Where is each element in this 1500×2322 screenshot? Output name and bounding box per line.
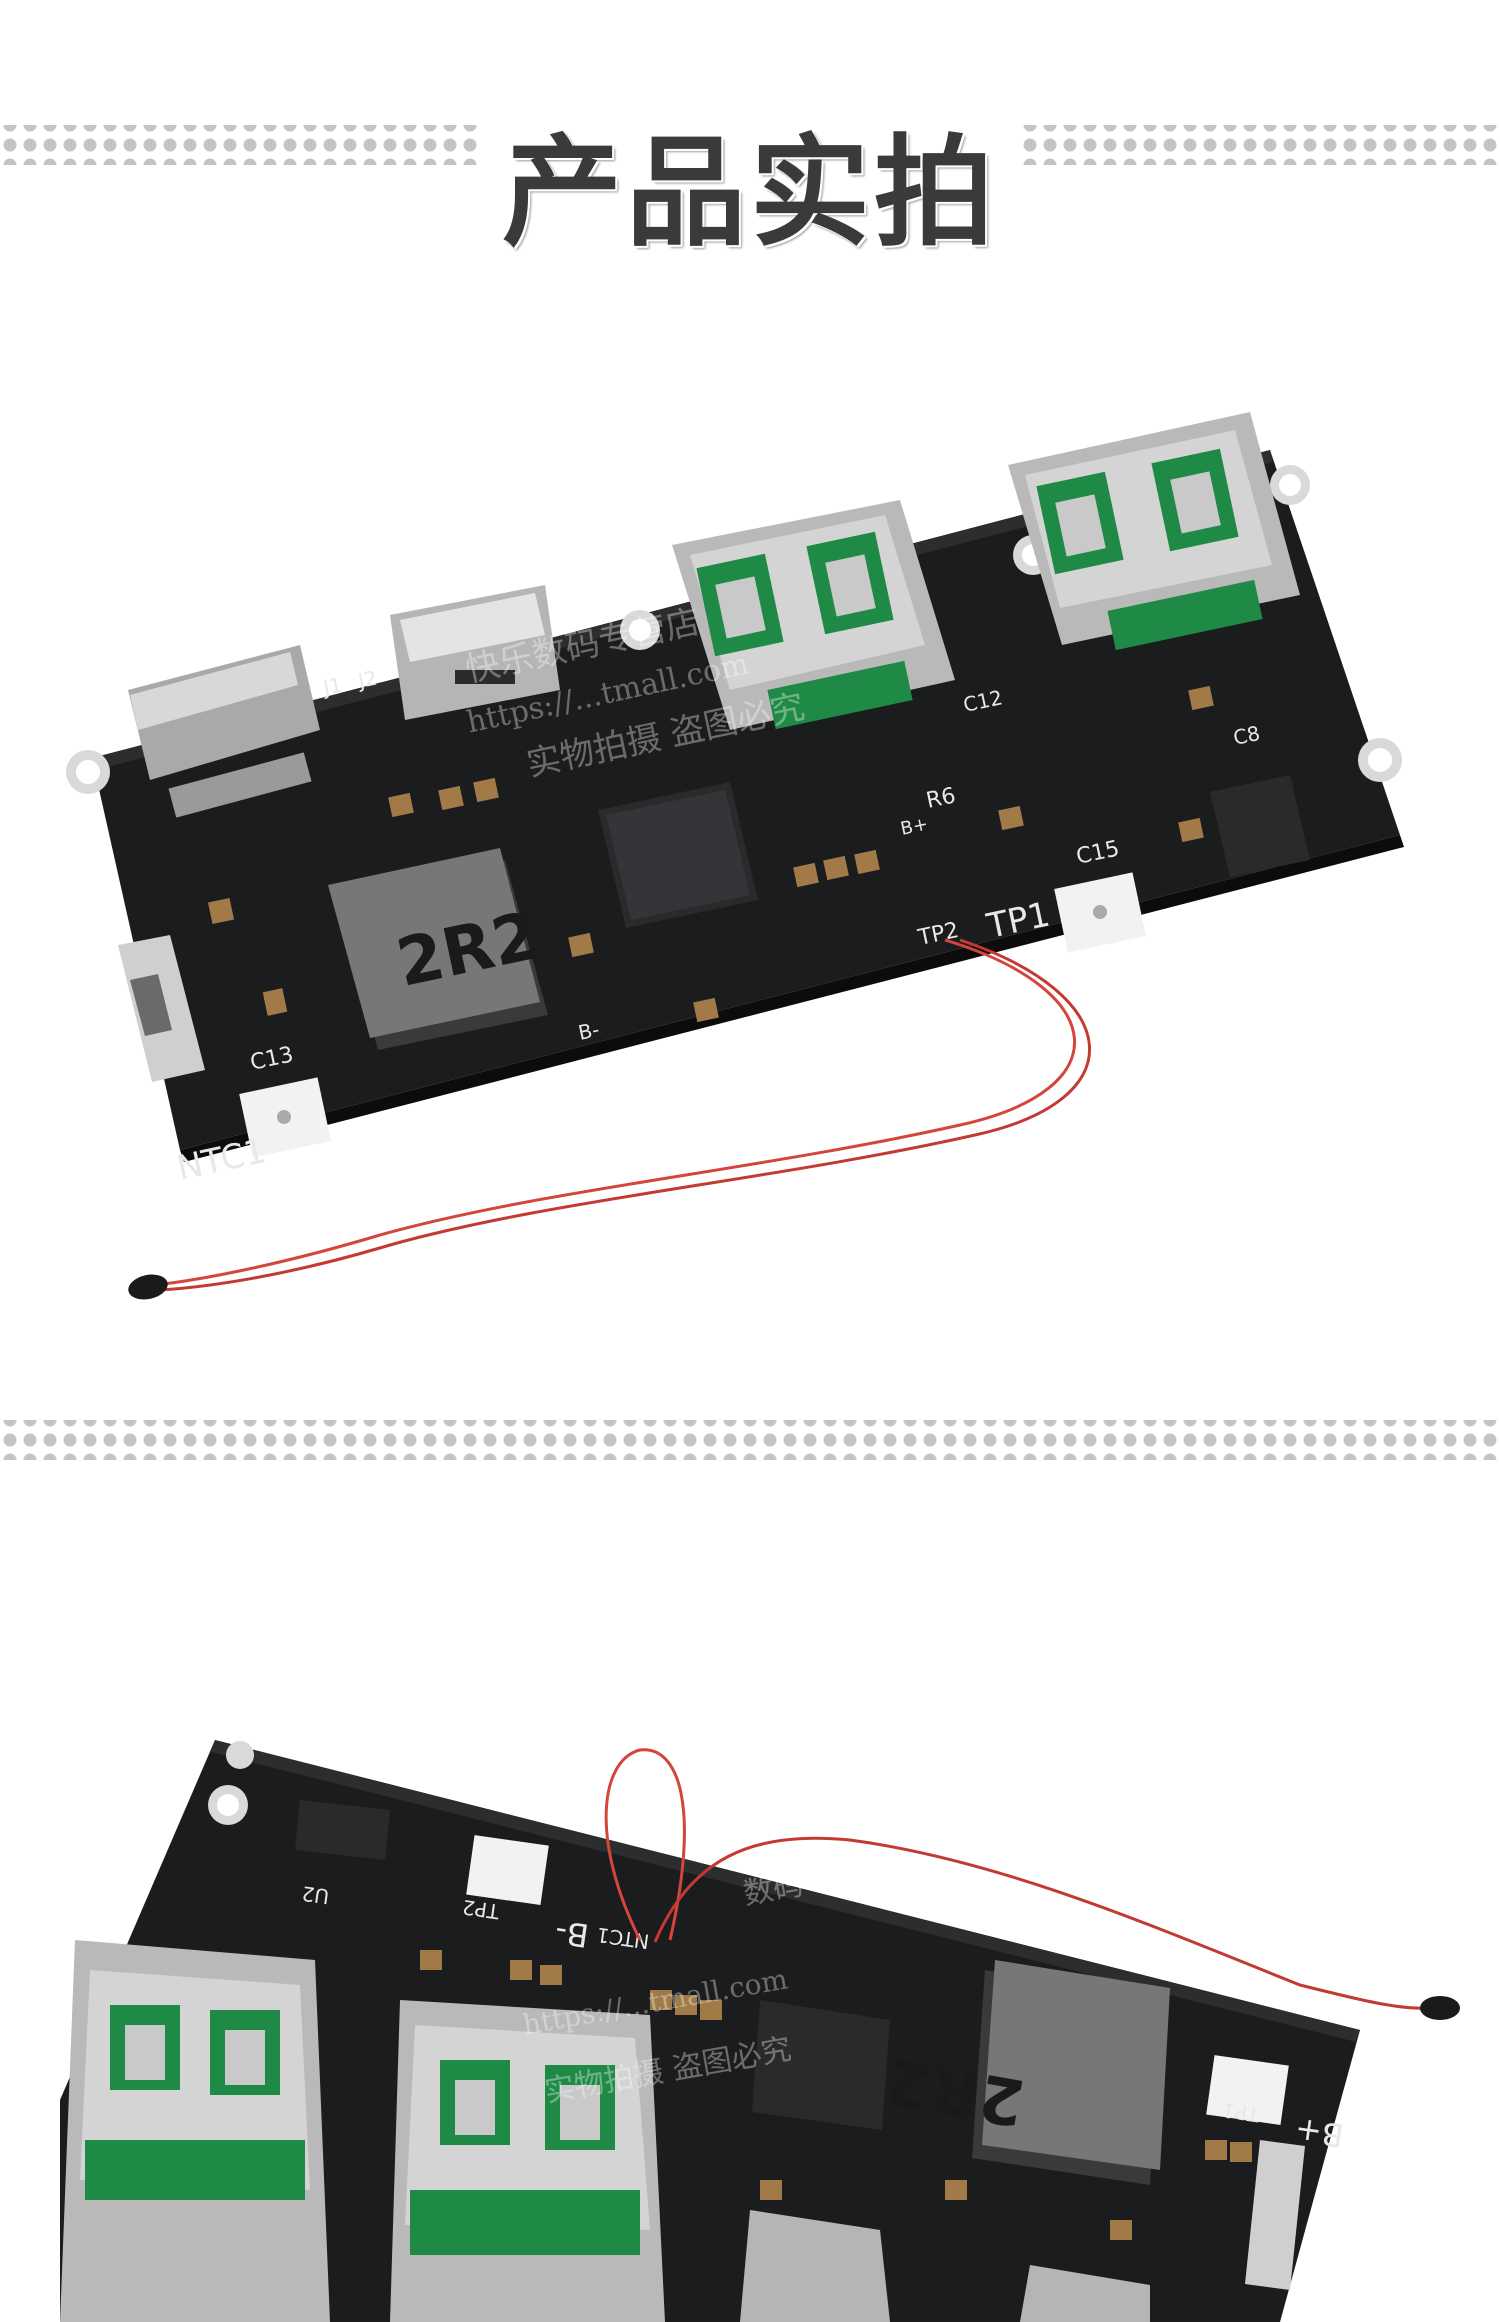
svg-text:TP2: TP2 [461, 1895, 502, 1924]
pcb-board [60, 1740, 1360, 2322]
usb-a-connector-j3 [1008, 412, 1300, 651]
ic-u2 [1210, 775, 1310, 877]
inductor-l1: 2R2 [881, 1960, 1170, 2185]
svg-text:B+: B+ [1293, 2110, 1347, 2154]
product-photo-bottom: 2R2 U2 B- NTC1 B+ TP1 TP2 [60, 1740, 1460, 2322]
test-pads [239, 872, 1146, 1158]
dotted-divider-middle [0, 1420, 1500, 1460]
svg-text:J1: J1 [319, 673, 344, 701]
inductor-l1: 2R2 [328, 848, 548, 1050]
smd-components [207, 685, 1214, 1023]
ntc-thermistor-wire [604, 1748, 1460, 2020]
product-photo-top: 2R2 R6 C15 C13 TP2 TP1 [66, 412, 1404, 1300]
svg-text:R6: R6 [924, 783, 958, 814]
ntc-thermistor-wire [128, 938, 1091, 1300]
page-title: 产品实拍 [502, 124, 998, 263]
ic-u2 [295, 1800, 390, 1860]
usb-c-connector-j2 [390, 585, 560, 720]
switch-s1 [1245, 2140, 1305, 2290]
usb-a-connector-j4 [672, 500, 955, 730]
thermistor-bead [1420, 1996, 1460, 2020]
usb-c-connector-j1 [128, 645, 320, 818]
thermistor-bead [128, 1274, 168, 1300]
silkscreen-labels: U2 B- NTC1 B+ TP1 TP2 [300, 1881, 1346, 2154]
svg-text:C8: C8 [1231, 721, 1262, 750]
usb-c-connectors [740, 2210, 1150, 2322]
switch-s1 [118, 935, 205, 1082]
svg-text:B-: B- [553, 1912, 591, 1954]
test-pads [466, 1835, 1289, 2125]
usb-a-connector-j3 [60, 1940, 330, 2322]
svg-text:B-: B- [576, 1017, 601, 1045]
svg-text:U2: U2 [300, 1881, 330, 1909]
ic-u3 [752, 2000, 890, 2130]
usb-a-connector-j4 [390, 2000, 665, 2322]
ic-u3 [598, 782, 758, 928]
smd-components [420, 1950, 1252, 2240]
svg-text:TP1: TP1 [1221, 2098, 1262, 2127]
